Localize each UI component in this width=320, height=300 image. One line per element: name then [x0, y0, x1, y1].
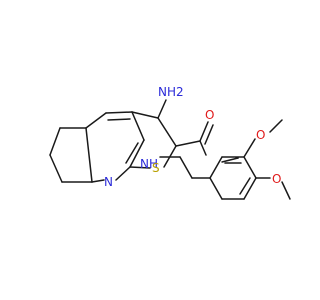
- amide-nh-label: NH: [140, 157, 158, 171]
- structure-svg: NH2 O NH N S O O: [49, 85, 291, 200]
- methoxy-oxygen-2-label: O: [272, 172, 281, 186]
- atom-labels: NH2 O NH N S O O: [104, 85, 281, 189]
- amide-oxygen-label: O: [205, 108, 214, 122]
- pyridine-ring: [85, 111, 145, 183]
- molecule-diagram: NH2 O NH N S O O: [49, 85, 291, 200]
- amino-label: NH2: [158, 85, 184, 99]
- methoxy-oxygen-1-label: O: [256, 128, 265, 142]
- thiophene-sulfur-label: S: [152, 161, 160, 175]
- pyridine-nitrogen-label: N: [104, 175, 113, 189]
- right-portion: [159, 119, 291, 200]
- amide-group: [175, 121, 239, 163]
- cyclopentane-ring: [49, 127, 93, 183]
- amino-bond: [157, 99, 167, 119]
